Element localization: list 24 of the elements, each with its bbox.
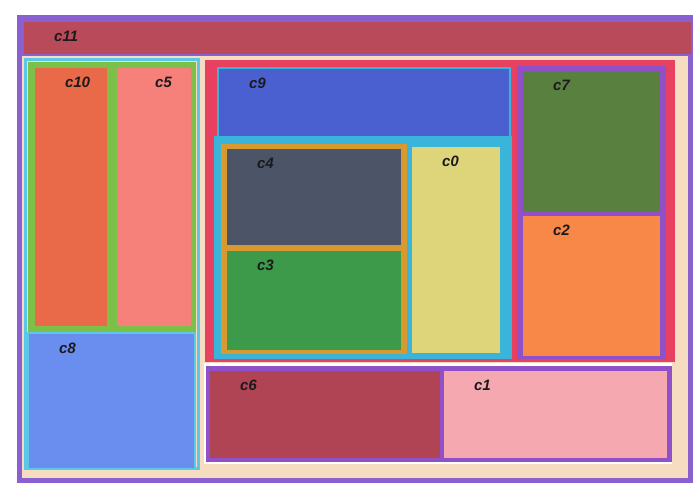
treemap-cell — [521, 214, 662, 358]
treemap-cell — [208, 369, 442, 460]
cell-label: c2 — [553, 222, 570, 239]
treemap-cell — [33, 66, 109, 328]
cell-label: c6 — [240, 377, 257, 394]
cell-label: c4 — [257, 155, 274, 172]
cell-label: c3 — [257, 257, 274, 274]
cell-label: c10 — [65, 74, 90, 91]
treemap-cell — [217, 67, 511, 138]
treemap-cell — [22, 20, 693, 56]
cell-label: c5 — [155, 74, 172, 91]
treemap-cell — [27, 332, 196, 470]
cell-label: c7 — [553, 77, 570, 94]
treemap-cell — [225, 249, 403, 352]
cell-label: c1 — [474, 377, 491, 394]
treemap-cell — [115, 66, 193, 328]
cell-label: c11 — [54, 28, 78, 45]
treemap-cell — [225, 147, 403, 247]
cell-label: c8 — [59, 340, 76, 357]
cell-label: c9 — [249, 75, 266, 92]
treemap-cell — [442, 369, 669, 460]
treemap-cell — [410, 145, 502, 355]
treemap-cell — [521, 69, 662, 214]
cell-label: c0 — [442, 153, 459, 170]
